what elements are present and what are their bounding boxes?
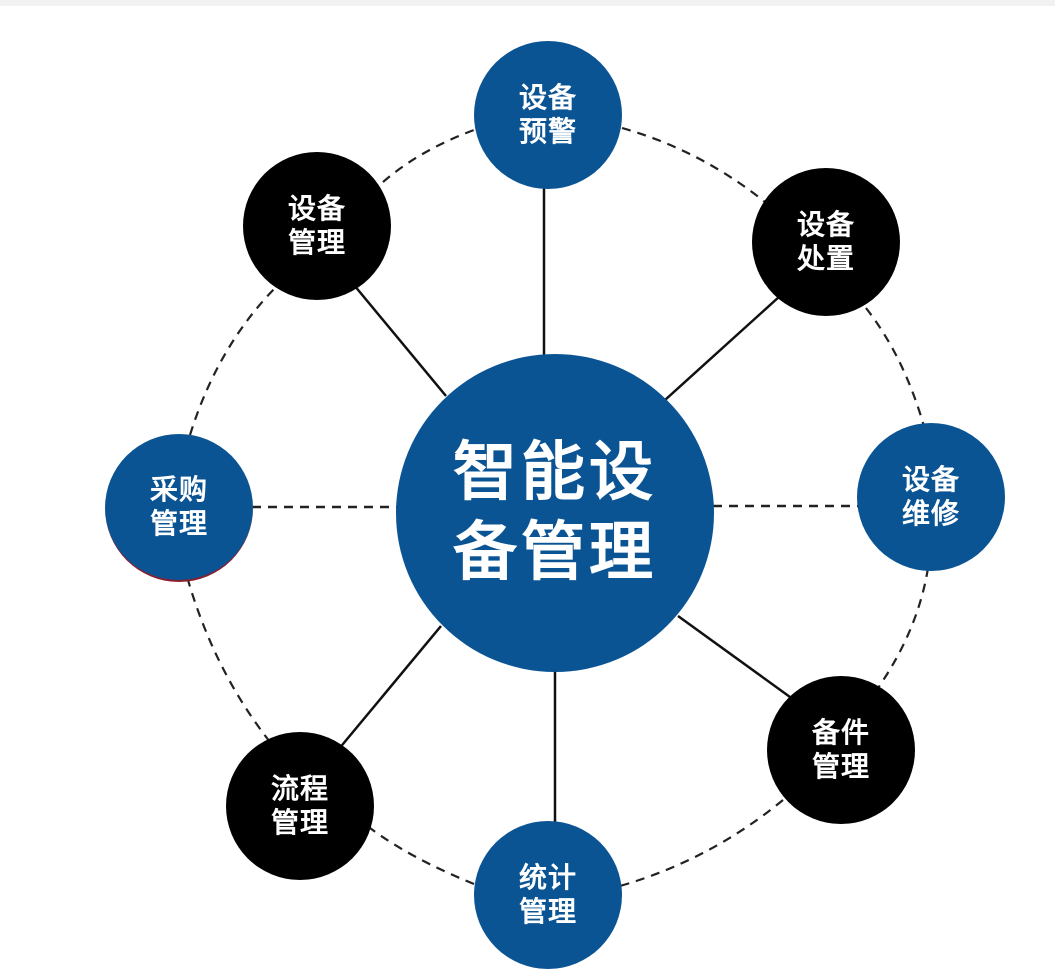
node-label-line-1: 流程 xyxy=(270,772,329,805)
ring-purchase-equipment xyxy=(188,284,279,436)
ring-warning-disposal xyxy=(621,126,766,203)
node-label-line-2: 管理 xyxy=(270,806,329,839)
node-process-management[interactable]: 流程 管理 xyxy=(226,732,374,880)
node-label-line-1: 采购 xyxy=(149,473,208,506)
ring-statistics-process xyxy=(369,827,475,886)
node-label-line-2: 管理 xyxy=(287,226,346,259)
node-label-line-2: 处置 xyxy=(796,242,855,275)
node-purchase-management[interactable]: 采购 管理 xyxy=(105,434,253,582)
top-strip xyxy=(0,0,1055,6)
spoke-disposal xyxy=(664,295,781,401)
center-label-line-2: 备管理 xyxy=(453,516,657,590)
node-equipment-disposal[interactable]: 设备 处置 xyxy=(752,168,900,316)
ring-repair-spare-parts xyxy=(877,567,930,689)
node-label-line-1: 统计 xyxy=(518,861,577,894)
node-label-line-1: 设备 xyxy=(287,192,346,225)
node-label-line-1: 设备 xyxy=(518,81,577,114)
node-label-line-2: 管理 xyxy=(518,895,577,928)
node-label-line-1: 设备 xyxy=(901,463,960,496)
node-label-line-1: 备件 xyxy=(811,716,870,749)
node-equipment-repair[interactable]: 设备 维修 xyxy=(857,423,1005,571)
node-label-line-1: 设备 xyxy=(796,208,855,241)
spoke-spare-parts xyxy=(677,614,791,699)
node-spare-parts-management[interactable]: 备件 管理 xyxy=(767,676,915,824)
node-equipment-management[interactable]: 设备 管理 xyxy=(243,152,391,300)
center-node-smart-equipment-management[interactable]: 智能设 备管理 xyxy=(396,354,714,672)
spoke-process xyxy=(337,625,442,751)
ring-equipment-warning xyxy=(382,128,475,183)
node-label-line-2: 管理 xyxy=(811,750,870,783)
ring-disposal-repair xyxy=(865,307,927,431)
spoke-equipment xyxy=(353,284,447,397)
center-label-line-1: 智能设 xyxy=(453,436,657,510)
node-label-line-2: 预警 xyxy=(518,115,577,148)
node-label-line-2: 维修 xyxy=(901,497,960,530)
node-equipment-warning[interactable]: 设备 预警 xyxy=(474,41,622,189)
node-label-line-2: 管理 xyxy=(149,507,208,540)
node-statistics-management[interactable]: 统计 管理 xyxy=(474,821,622,969)
ring-process-purchase xyxy=(186,579,271,743)
ring-spare-parts-statistics xyxy=(619,799,784,888)
